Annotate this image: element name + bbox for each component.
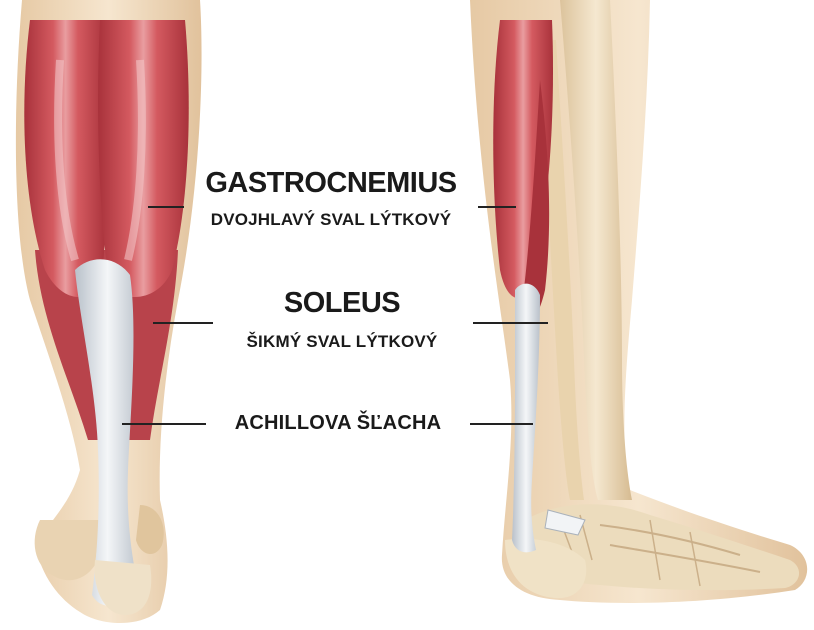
achilles-tendon-label: ACHILLOVA ŠĽACHA	[206, 412, 470, 435]
posterior-leg	[16, 0, 202, 623]
soleus-label: SOLEUS	[213, 287, 471, 320]
gastrocnemius-label: GASTROCNEMIUS	[185, 167, 477, 200]
gastrocnemius-czech-label: DVOJHLAVÝ SVAL LÝTKOVÝ	[185, 210, 477, 230]
lateral-leg	[470, 0, 807, 603]
soleus-czech-label: ŠIKMÝ SVAL LÝTKOVÝ	[213, 332, 471, 352]
